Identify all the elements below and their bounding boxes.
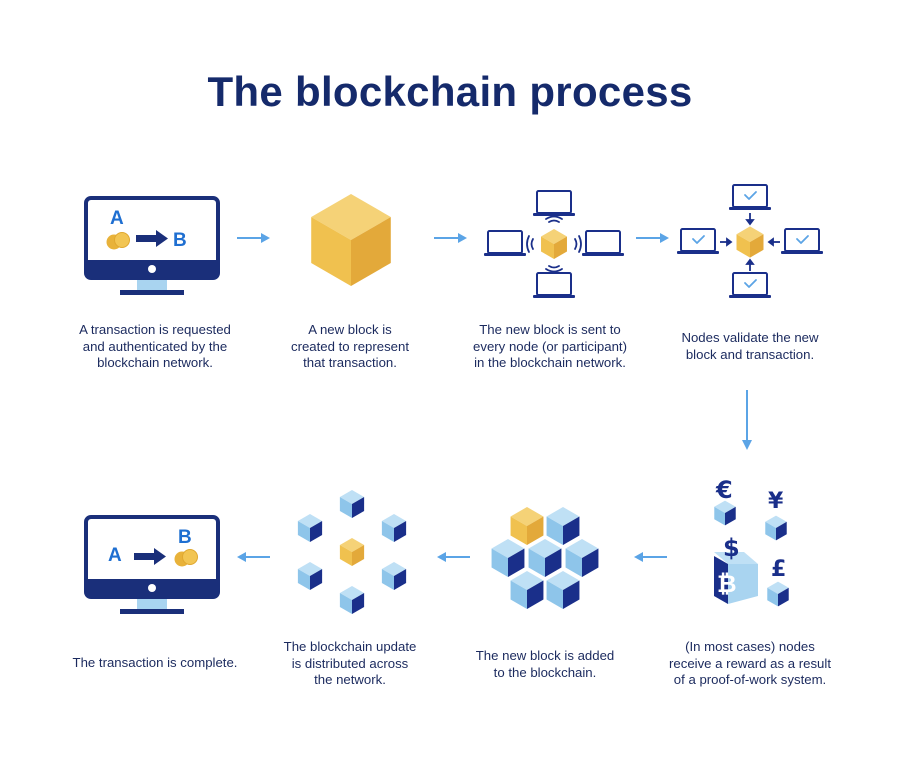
- pound-symbol: £: [771, 557, 786, 582]
- broadcast-nodes-icon: [484, 190, 624, 299]
- block-cluster-icon: [491, 507, 599, 609]
- dollar-symbol: $: [723, 534, 740, 562]
- arrow-right-icon: [434, 233, 467, 243]
- arrow-left-icon: [634, 552, 667, 562]
- step-4-caption: Nodes validate the new block and transac…: [681, 330, 819, 362]
- arrow-left-icon: [237, 552, 270, 562]
- yen-symbol: ¥: [768, 489, 784, 514]
- arrow-down-icon: [742, 390, 752, 450]
- currency-reward-icon: € ¥ $ £ ₿: [714, 476, 789, 607]
- arrow-left-icon: [437, 552, 470, 562]
- label-b: B: [173, 230, 187, 251]
- arrow-right-icon: [636, 233, 669, 243]
- distributed-blocks-icon: [297, 490, 407, 614]
- label-a: A: [108, 545, 122, 566]
- page-title: The blockchain process: [207, 68, 693, 115]
- step-1-caption: A transaction is requested and authentic…: [79, 322, 231, 370]
- step-7-caption: The blockchain update is distributed acr…: [283, 639, 417, 687]
- step-2-caption: A new block is created to represent that…: [290, 322, 410, 370]
- step-3-caption: The new block is sent to every node (or …: [473, 322, 627, 370]
- step-8-caption: The transaction is complete.: [72, 655, 238, 670]
- euro-symbol: €: [715, 476, 733, 504]
- arrow-right-icon: [237, 233, 270, 243]
- bitcoin-symbol: ₿: [717, 570, 737, 598]
- label-a: A: [110, 208, 124, 229]
- gold-block-icon: [311, 194, 391, 286]
- validate-nodes-icon: [676, 184, 824, 299]
- step-6-caption: The new block is added to the blockchain…: [475, 648, 615, 680]
- label-b: B: [178, 527, 192, 548]
- step-5-caption: (In most cases) nodes receive a reward a…: [669, 639, 831, 687]
- monitor-complete-icon: A B: [84, 515, 220, 614]
- monitor-transaction-icon: A B: [84, 196, 220, 295]
